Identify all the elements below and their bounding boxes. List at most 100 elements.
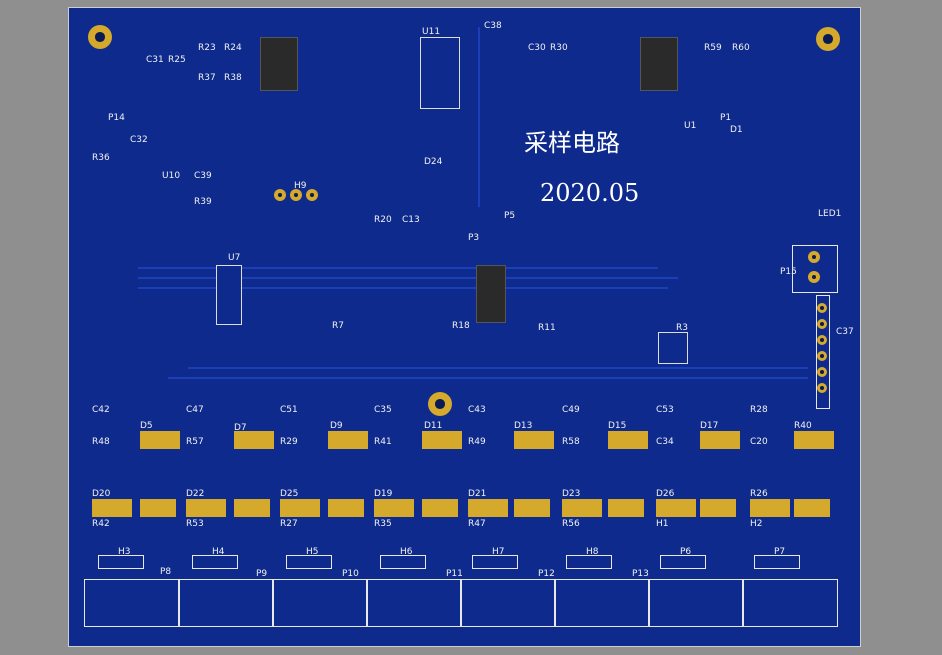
ic-u-top-right [640,37,678,91]
label-c51: C35 [374,405,392,415]
label-h3: H5 [306,547,319,557]
label-c17: R11 [538,323,556,333]
label-c43: C49 [562,405,580,415]
label-d11: D13 [514,421,533,431]
label-p14: P14 [108,113,125,123]
diode-pad [374,499,414,517]
diode-pad [562,499,602,517]
label-p6: P8 [160,567,172,577]
board-date: 2020.05 [540,179,640,207]
label-r24: R24 [224,43,242,53]
diode-pad [468,499,508,517]
h4-outline [380,555,426,569]
trace [138,287,668,289]
label-r26: R42 [92,519,110,529]
p8-outline [272,579,368,627]
label-r37: R37 [198,73,216,83]
h10-pin [817,383,827,393]
label-c35: C43 [468,405,486,415]
h10-pin [817,351,827,361]
label-d17: R40 [794,421,812,431]
label-c30: C30 [528,43,546,53]
p10-outline [460,579,556,627]
label-d1: D1 [730,125,743,135]
diode-pad [794,499,830,517]
label-h8: P7 [774,547,786,557]
diode-pad [186,499,226,517]
board-outline [68,7,861,647]
label-c42: C47 [186,405,204,415]
label-p15: P15 [780,267,797,277]
label-d20: D22 [186,489,205,499]
label-r41: R58 [562,437,580,447]
label-r47: H1 [656,519,669,529]
label-p10: P12 [538,569,555,579]
label-p1: P1 [720,113,732,123]
diode-pad [608,431,648,449]
p12-outline [648,579,744,627]
pcb-board: 采样电路 2020.05 C31 R25 R23 R24 R37 R38 U11… [68,7,861,647]
h1-outline [98,555,144,569]
diode-pad [514,431,554,449]
p15-outline [792,245,838,293]
label-r28: R48 [92,437,110,447]
label-r58: C20 [750,437,768,447]
p6-outline [84,579,180,627]
ic-u-top-left [260,37,298,91]
label-c53: R28 [750,405,768,415]
label-h9: H9 [294,181,307,191]
label-led1: LED1 [818,209,842,219]
label-h1: H3 [118,547,131,557]
h10-pin [817,335,827,345]
label-d18: D20 [92,489,111,499]
h9-pin [274,189,286,201]
label-r23: R23 [198,43,216,53]
label-u11: U11 [422,27,441,37]
p15-pin [808,251,820,263]
diode-pad [514,499,550,517]
label-c32: C32 [130,135,148,145]
label-p5: P5 [504,211,516,221]
label-d13: D15 [608,421,627,431]
label-r56: H2 [750,519,763,529]
label-r29: R49 [468,437,486,447]
label-d3: D5 [140,421,153,431]
label-c38: C38 [484,21,502,31]
diode-pad [656,499,696,517]
label-c31: C31 [146,55,164,65]
label-r27: R47 [468,519,486,529]
label-d23: D26 [656,489,675,499]
h6-outline [566,555,612,569]
label-h7: P6 [680,547,692,557]
diode-pad [328,499,364,517]
label-r30: R30 [550,43,568,53]
p13-outline [742,579,838,627]
diode-pad [700,431,740,449]
label-p8: P10 [342,569,359,579]
mounting-hole-tr [816,27,840,51]
board-title: 采样电路 [524,129,620,157]
diode-pad [140,431,180,449]
h10-pin [817,319,827,329]
p15-pin [808,271,820,283]
diode-pad [234,499,270,517]
label-r34: R53 [186,519,204,529]
label-h10: C37 [836,327,854,337]
label-u7: U7 [228,253,241,263]
h3-outline [286,555,332,569]
label-d22: D25 [280,489,299,499]
diode-pad [328,431,368,449]
label-p4: R18 [452,321,470,331]
label-r42: R27 [280,519,298,529]
diode-pad [280,499,320,517]
label-c47: C51 [280,405,298,415]
h5-outline [472,555,518,569]
ic-u7 [216,265,242,325]
label-c13: C13 [402,215,420,225]
diode-pad [422,499,458,517]
h9-pin [306,189,318,201]
h10-pin [817,367,827,377]
label-d15: D17 [700,421,719,431]
label-h6: H8 [586,547,599,557]
label-c39: C39 [194,171,212,181]
